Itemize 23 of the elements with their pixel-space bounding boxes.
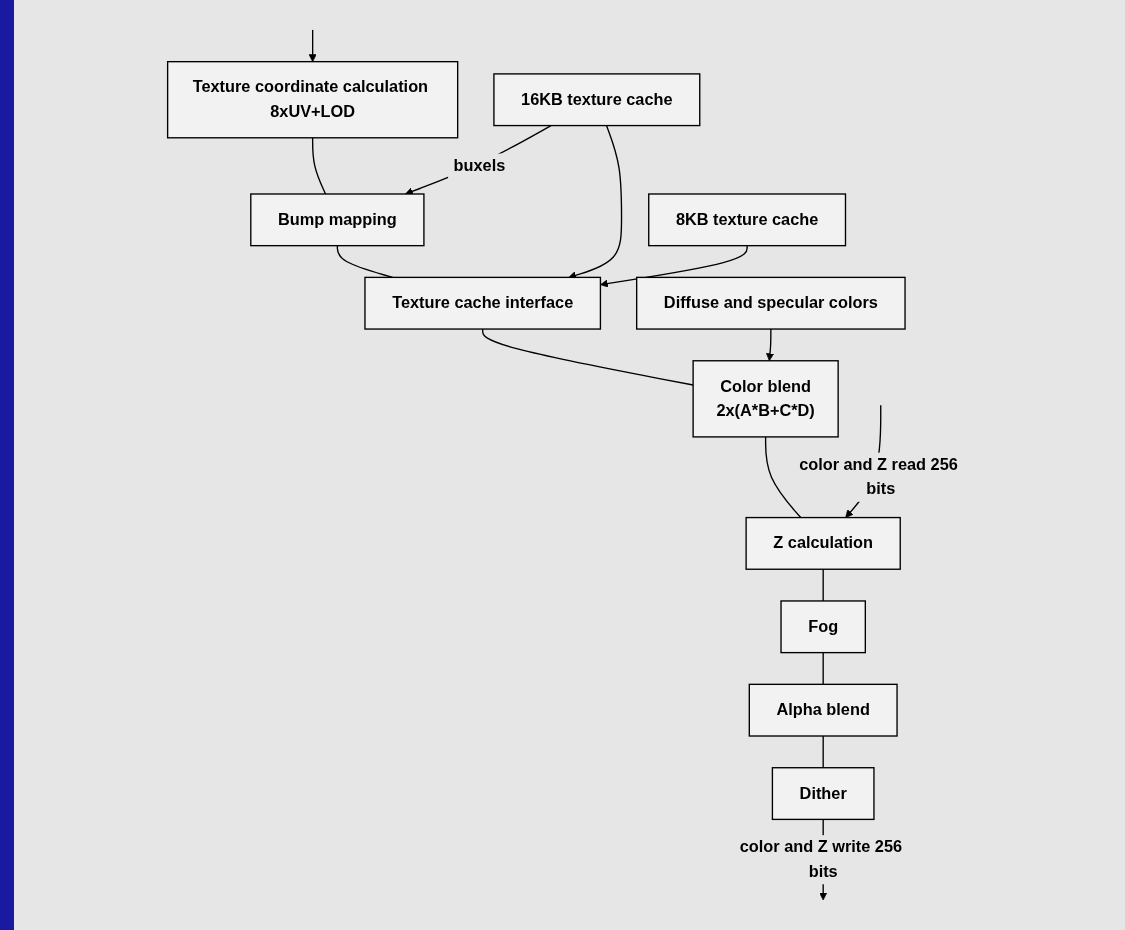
node-box: Alpha blend — [748, 683, 898, 737]
node-box: Dither — [771, 767, 875, 821]
connector — [822, 651, 824, 685]
edge-label: buxels — [453, 156, 506, 175]
node-box: Texture coordinate calculation 8xUV+LOD — [166, 61, 459, 139]
connector — [822, 568, 824, 602]
arrow — [600, 245, 748, 288]
node-box: 16KB texture cache — [493, 73, 701, 127]
node-box: Texture cache interface — [364, 276, 602, 330]
arrow — [308, 29, 317, 63]
connector — [311, 137, 327, 195]
edge-label: color and Z read 256 bits — [799, 455, 958, 499]
connector — [764, 436, 802, 519]
node-box: Z calculation — [745, 516, 901, 570]
node-box: Diffuse and specular colors — [636, 276, 906, 330]
connector — [822, 735, 824, 769]
connector — [482, 328, 694, 386]
node-box: Color blend 2x(A*B+C*D) — [692, 360, 839, 438]
node-box: 8KB texture cache — [648, 193, 847, 247]
node-box: Fog — [780, 600, 866, 654]
edge-label: color and Z write 256 bits — [739, 837, 903, 881]
arrow — [766, 328, 774, 362]
node-box: Bump mapping — [250, 193, 425, 247]
